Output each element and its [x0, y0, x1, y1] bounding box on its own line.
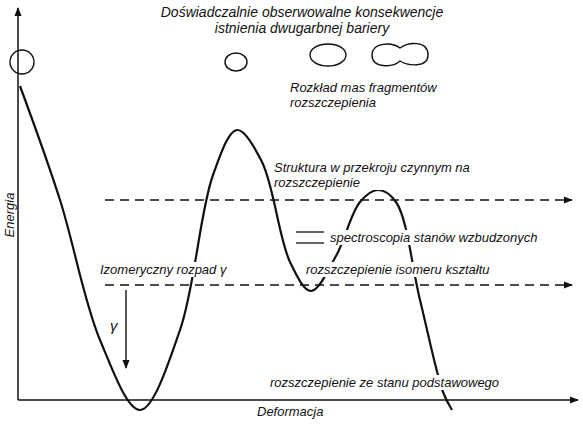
level-line	[296, 231, 324, 232]
dashed-arrow	[105, 284, 572, 285]
gamma-arrow	[125, 290, 126, 368]
level-line	[296, 242, 324, 243]
energy-axis	[17, 8, 19, 400]
elongated-shape	[310, 44, 346, 66]
sphere-shape	[10, 50, 34, 74]
diagram-title: Doświadczalnie obserwowalne konsekwencje…	[150, 4, 454, 36]
deformed-shape	[225, 53, 247, 71]
shape-note: Rozkład mas fragmentów rozszczepienia	[288, 80, 477, 110]
isomer-decay-note: Izomeryczny rozpad γ	[98, 262, 228, 277]
necked-shape	[372, 44, 428, 66]
gamma-symbol: γ	[108, 318, 120, 333]
spectroscopy-note: spectroscopia stanów wzbudzonych	[328, 230, 539, 245]
isomer-fission-note: rozszczepienie isomeru kształtu	[304, 262, 492, 277]
axis-title: Deformacja	[255, 404, 325, 419]
dashed-arrow	[105, 199, 572, 200]
ground-fission-note: rozszczepienie ze stanu podstawowego	[268, 375, 501, 390]
deformation-axis	[18, 399, 578, 401]
cross-section-note: Struktura w przekroju czynnym na rozszcz…	[272, 160, 488, 190]
barrier-curve	[20, 86, 452, 410]
axis-title: Energia	[2, 191, 17, 240]
